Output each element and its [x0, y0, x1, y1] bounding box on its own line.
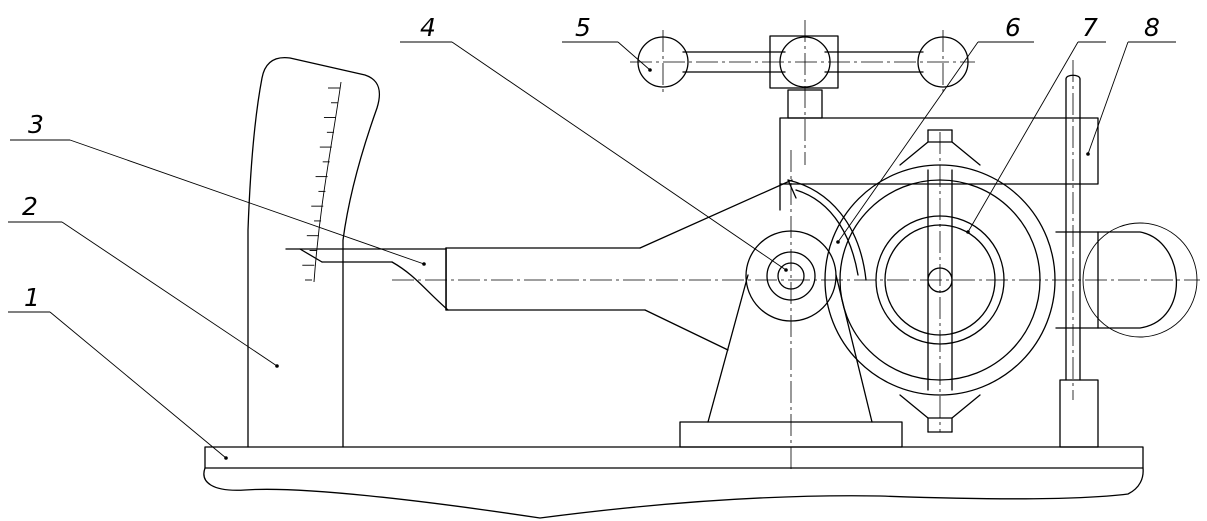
label-3: 3	[28, 110, 44, 139]
label-6: 6	[1005, 13, 1021, 42]
label-8: 8	[1144, 13, 1160, 42]
cam-sector	[787, 179, 867, 281]
base-plate	[203, 446, 1144, 519]
pointer-arm	[285, 179, 793, 351]
callouts: 1 2 3 4 5 6 7 8	[8, 13, 1176, 460]
handwheel	[637, 35, 969, 119]
scale-ticks	[302, 87, 340, 281]
label-5: 5	[575, 13, 591, 42]
label-7: 7	[1082, 13, 1098, 42]
scale-stand	[247, 56, 381, 448]
label-1: 1	[24, 283, 40, 312]
center-lines	[392, 20, 1200, 472]
label-4: 4	[420, 13, 436, 42]
frame	[779, 117, 1198, 448]
label-2: 2	[22, 192, 38, 221]
